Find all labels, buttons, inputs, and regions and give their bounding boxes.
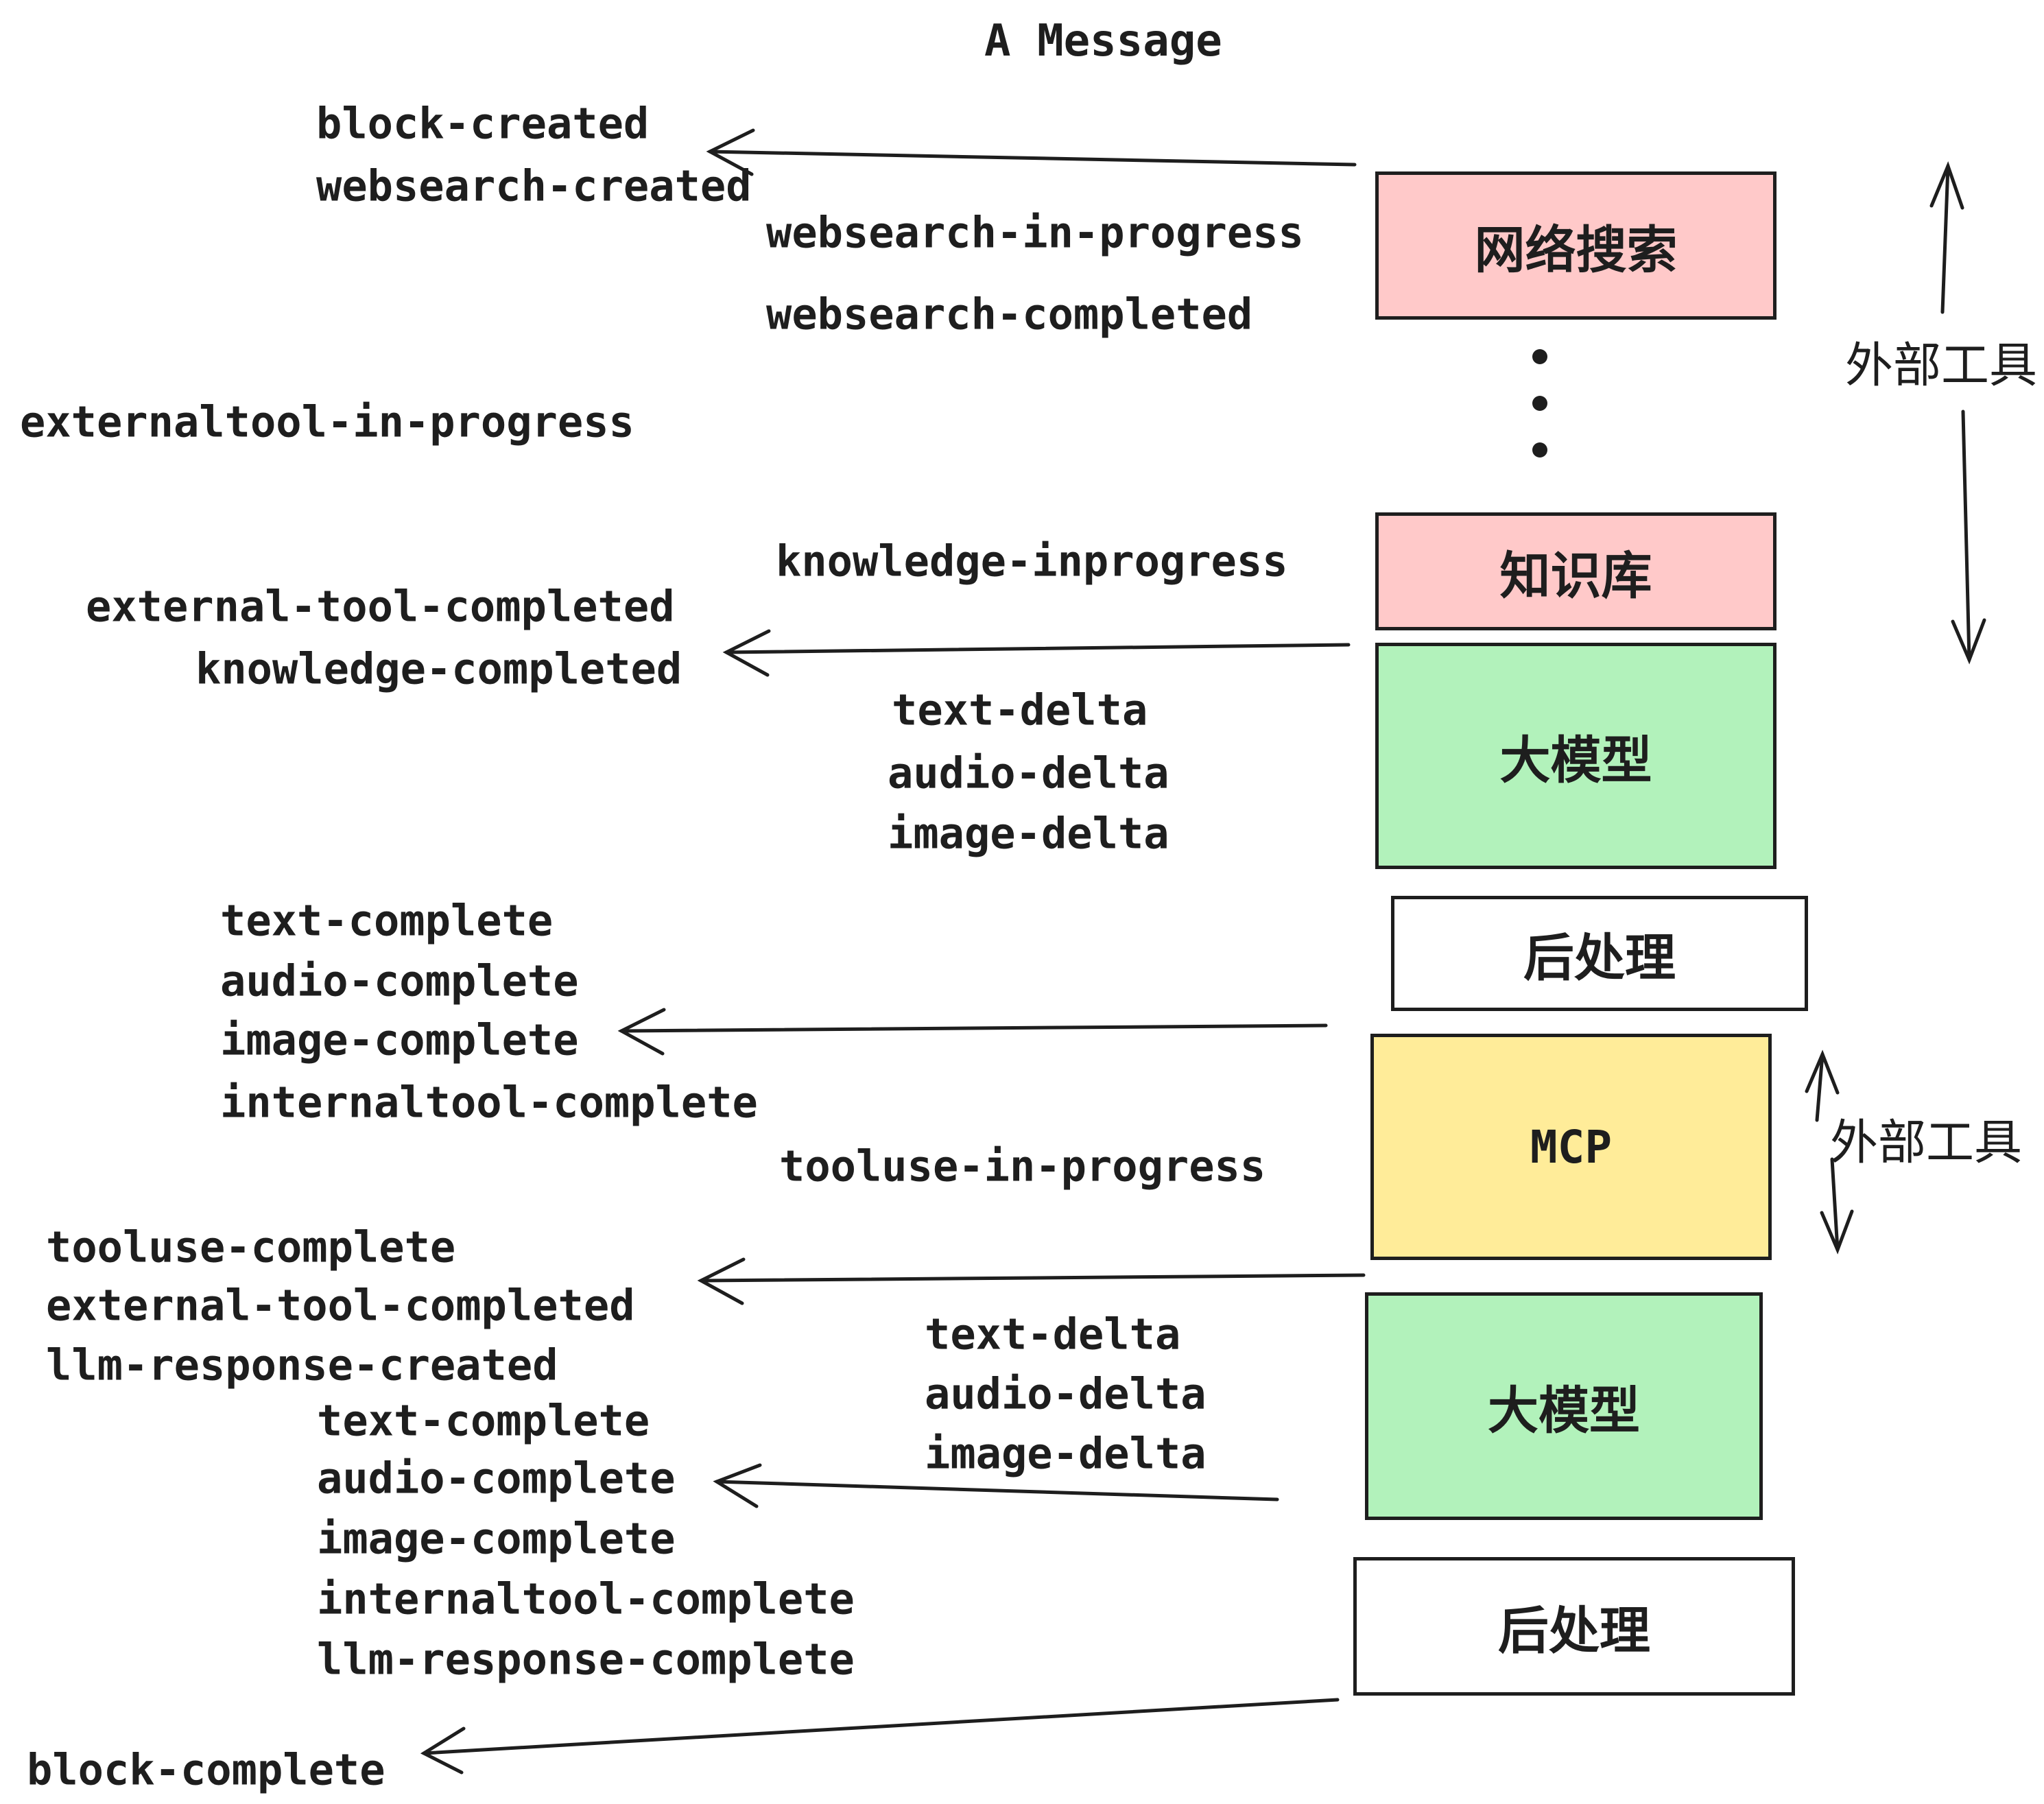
event-label-text-delta-1: text-delta (892, 685, 1148, 735)
event-label-audio-delta-2: audio-delta (925, 1368, 1207, 1419)
box-websearch: 网络搜索 (1375, 171, 1776, 320)
box-knowledge: 知识库 (1375, 512, 1776, 630)
arrow-block-created (706, 128, 1357, 176)
box-llm-top-label: 大模型 (1499, 731, 1652, 790)
box-llm-bottom: 大模型 (1365, 1292, 1763, 1520)
event-label-knowledge-completed: knowledge-completed (195, 643, 682, 694)
event-label-audio-complete-1: audio-complete (220, 956, 579, 1006)
event-label-audio-complete-2: audio-complete (317, 1453, 676, 1504)
side-label-external-tools-mcp: 外部工具 (1830, 1114, 2022, 1171)
box-postprocess-bottom-label: 后处理 (1498, 1601, 1650, 1661)
event-label-websearch-completed: websearch-completed (766, 289, 1253, 340)
event-label-internaltool-complete-1: internaltool-complete (220, 1077, 758, 1128)
box-postprocess-top-label: 后处理 (1523, 928, 1676, 988)
event-label-knowledge-inprogress: knowledge-inprogress (776, 536, 1288, 586)
event-label-externaltool-in-progress: externaltool-in-progress (20, 396, 634, 447)
diagram-title: A Message (984, 16, 1222, 67)
event-label-llm-response-complete: llm-response-complete (317, 1634, 855, 1685)
event-label-image-complete-2: image-complete (317, 1513, 676, 1564)
box-knowledge-label: 知识库 (1499, 546, 1652, 606)
arrow-external-tools-up-top (1929, 161, 1964, 314)
event-label-audio-delta-1: audio-delta (888, 748, 1169, 798)
event-label-text-complete-1: text-complete (220, 895, 554, 946)
event-label-text-complete-2: text-complete (317, 1395, 650, 1446)
box-postprocess-bottom: 后处理 (1353, 1557, 1795, 1696)
arrow-external-tools-down-top (1951, 410, 1986, 665)
event-label-image-complete-1: image-complete (220, 1014, 579, 1065)
event-label-llm-response-created: llm-response-created (46, 1340, 558, 1390)
arrow-block-complete (420, 1698, 1340, 1775)
event-label-block-created: block-created (316, 98, 650, 149)
event-label-tooluse-in-progress: tooluse-in-progress (779, 1141, 1266, 1191)
event-label-image-delta-2: image-delta (925, 1428, 1207, 1479)
ellipsis-dots (1532, 349, 1547, 458)
box-mcp-label: MCP (1530, 1120, 1613, 1174)
event-label-external-tool-completed-2: external-tool-completed (46, 1280, 635, 1331)
event-label-block-complete: block-complete (27, 1744, 385, 1795)
side-label-external-tools-top: 外部工具 (1845, 337, 2037, 394)
box-websearch-label: 网络搜索 (1474, 220, 1678, 280)
arrow-external-tool-completed (697, 1257, 1366, 1305)
arrow-image-complete (617, 1008, 1328, 1056)
event-label-external-tool-completed-1: external-tool-completed (86, 581, 675, 632)
box-llm-top: 大模型 (1375, 643, 1776, 869)
event-label-internaltool-complete-2: internaltool-complete (317, 1574, 855, 1624)
event-label-tooluse-complete: tooluse-complete (46, 1222, 456, 1272)
box-mcp: MCP (1370, 1034, 1772, 1260)
event-label-text-delta-2: text-delta (925, 1309, 1181, 1360)
arrow-knowledge-completed (722, 629, 1351, 677)
event-label-image-delta-1: image-delta (888, 808, 1169, 859)
box-llm-bottom-label: 大模型 (1488, 1381, 1640, 1440)
event-label-websearch-in-progress: websearch-in-progress (766, 207, 1304, 258)
box-postprocess-top: 后处理 (1391, 896, 1808, 1011)
event-label-websearch-created: websearch-created (316, 161, 752, 211)
